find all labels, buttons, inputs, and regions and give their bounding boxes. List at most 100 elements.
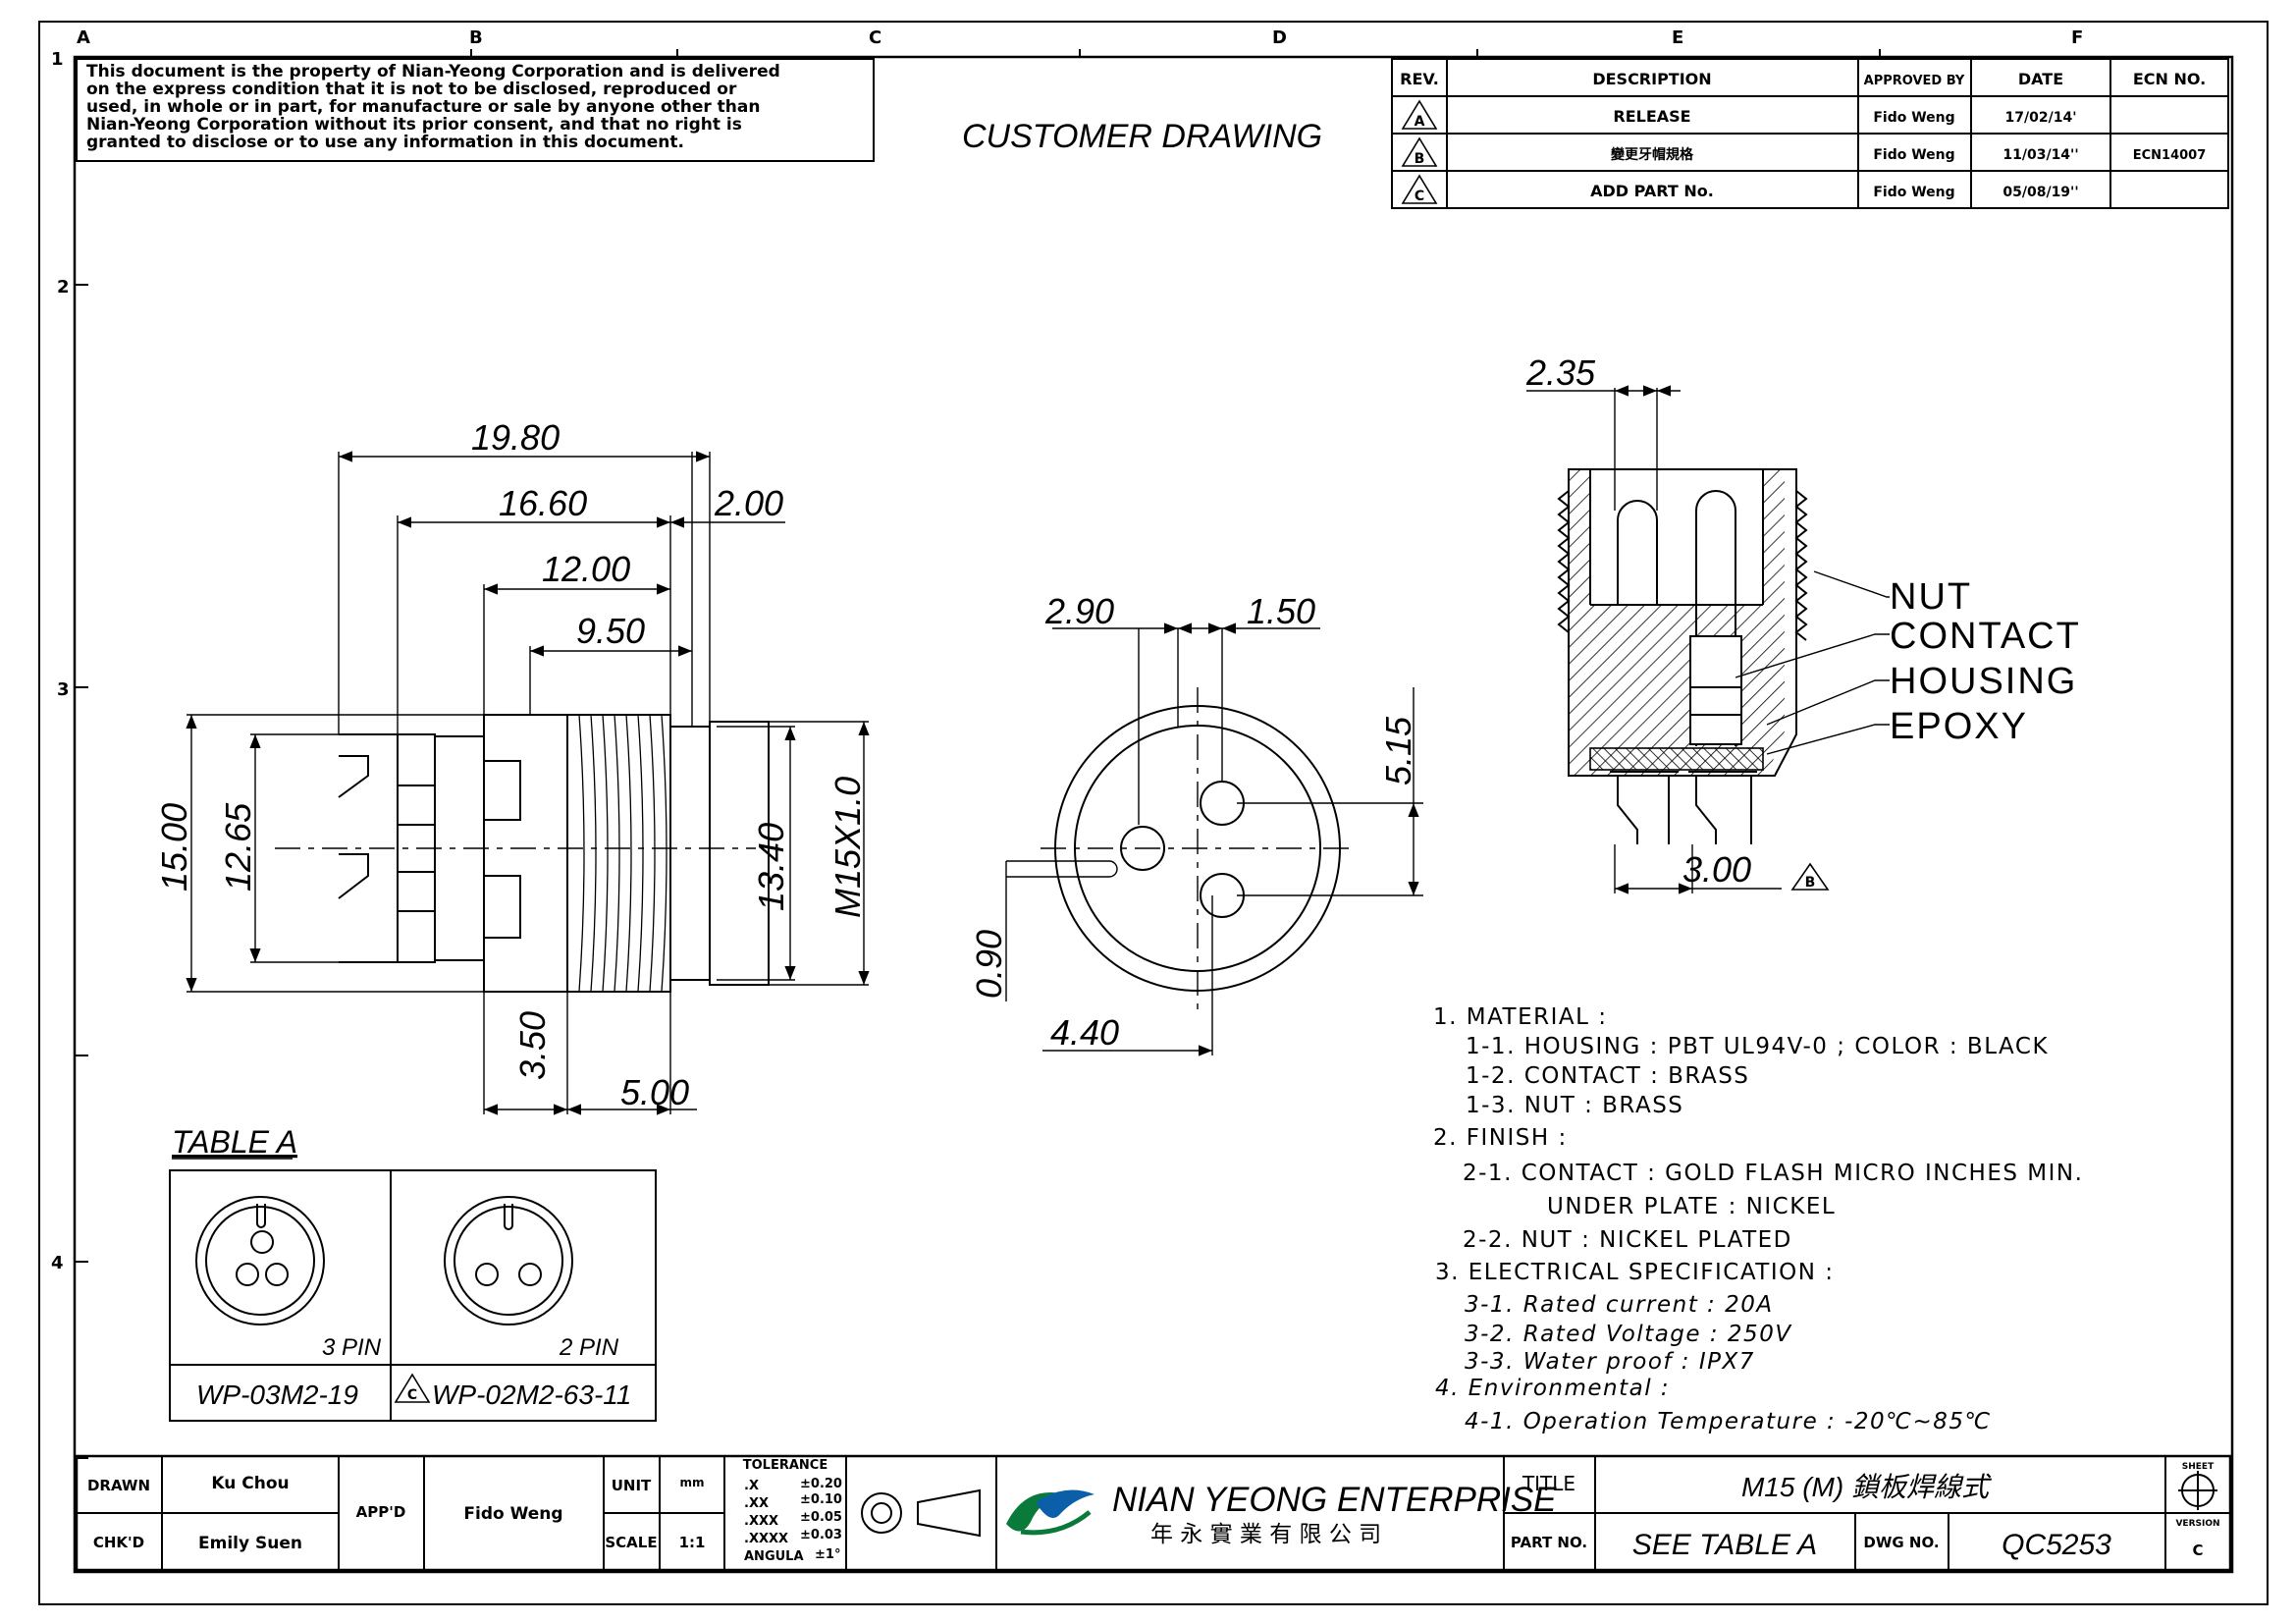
tb-title-label: TITLE <box>1522 1472 1575 1495</box>
tb-tol-val: ±0.10 <box>800 1492 842 1507</box>
notice-line: This document is the property of Nian-Ye… <box>86 62 780 81</box>
note-line: UNDER PLATE : NICKEL <box>1547 1194 1836 1219</box>
row-number: 2 <box>57 277 70 298</box>
tb-tolerance-title: TOLERANCE <box>743 1458 828 1473</box>
rev-ecn: ECN14007 <box>2133 148 2207 163</box>
rev-header: REV. <box>1400 70 1439 88</box>
tb-sheet-label: SHEET <box>2182 1462 2215 1472</box>
dim-1-50: 1.50 <box>1247 591 1315 631</box>
front-view-dims: 2.90 1.50 5.15 0.90 4.40 <box>969 591 1418 1053</box>
label-housing: HOUSING <box>1890 661 2077 702</box>
tb-company: NIAN YEONG ENTERPRISE <box>1112 1481 1557 1519</box>
dim-3-00: 3.00 <box>1682 849 1751 890</box>
label-contact: CONTACT <box>1890 616 2081 657</box>
table-a-title: TABLE A <box>172 1124 297 1160</box>
dim-2-90: 2.90 <box>1044 591 1114 631</box>
dim-4-40: 4.40 <box>1050 1012 1119 1053</box>
tb-version: C <box>2192 1542 2203 1559</box>
tb-tol-key: .XXXX <box>744 1532 788 1546</box>
tb-chkd: Emily Suen <box>198 1534 302 1553</box>
col-letter: C <box>869 27 881 48</box>
tb-chkd-label: CHK'D <box>93 1534 144 1551</box>
table-a-pins: 3 PIN <box>322 1334 382 1361</box>
tb-dwg: QC5253 <box>2002 1529 2111 1561</box>
property-notice: This document is the property of Nian-Ye… <box>76 58 875 162</box>
tb-tol-val: ±0.03 <box>800 1528 842 1542</box>
note-line: 1-2. CONTACT : BRASS <box>1466 1063 1749 1089</box>
row-number: 4 <box>51 1253 64 1273</box>
rev-approved: Fido Weng <box>1873 147 1954 163</box>
dim-5-15: 5.15 <box>1378 716 1418 785</box>
tb-version-label: VERSION <box>2175 1519 2219 1529</box>
table-a-rev-mark: C <box>407 1387 417 1403</box>
dim-9-50: 9.50 <box>576 611 645 651</box>
sheet-target-icon <box>2178 1471 2217 1510</box>
rev-description: ADD PART No. <box>1590 182 1714 200</box>
rev-mark: C <box>1415 189 1424 204</box>
table-a-part: WP-02M2-63-11 <box>432 1380 631 1410</box>
tb-tol-key: .X <box>744 1479 759 1493</box>
tb-part-label: PART NO. <box>1511 1534 1587 1551</box>
side-view <box>186 451 870 1115</box>
notice-line: Nian-Yeong Corporation without its prior… <box>86 115 742 135</box>
note-line: 1-3. NUT : BRASS <box>1466 1093 1683 1118</box>
tb-scale: 1:1 <box>679 1534 706 1551</box>
rev-date: 11/03/14'' <box>2002 147 2078 163</box>
rev-date: 17/02/14' <box>2005 110 2077 126</box>
title-block: DRAWN CHK'D APP'D UNIT SCALE mm 1:1 TITL… <box>75 1454 2232 1572</box>
tb-company-cn: 年 永 實 業 有 限 公 司 <box>1150 1522 1381 1547</box>
tb-tol-key: .XX <box>744 1496 769 1511</box>
connector-2pin-icon <box>444 1196 573 1325</box>
col-letter: A <box>77 27 90 48</box>
dim-3-50: 3.50 <box>512 1011 553 1080</box>
company-logo-icon <box>1006 1489 1095 1536</box>
label-nut: NUT <box>1890 576 1972 618</box>
table-a-pins: 2 PIN <box>559 1334 619 1361</box>
tb-appd: Fido Weng <box>463 1504 562 1524</box>
row-number: 3 <box>57 679 70 700</box>
tb-unit: mm <box>679 1476 704 1489</box>
dim-2-00: 2.00 <box>714 483 783 523</box>
note-line: 3-3. Water proof : IPX7 <box>1465 1349 1755 1375</box>
tb-drawn: Ku Chou <box>211 1474 289 1493</box>
rev-header: DATE <box>2018 70 2063 88</box>
rev-header: ECN NO. <box>2133 70 2206 88</box>
rev-header: DESCRIPTION <box>1592 70 1711 88</box>
table-a-part: WP-03M2-19 <box>196 1380 358 1410</box>
note-line: 2-2. NUT : NICKEL PLATED <box>1463 1227 1792 1253</box>
note-line: 2-1. CONTACT : GOLD FLASH MICRO INCHES M… <box>1463 1161 2083 1186</box>
row-number: 1 <box>51 49 64 70</box>
tb-scale-label: SCALE <box>605 1534 657 1551</box>
note-line: 3-1. Rated current : 20A <box>1465 1292 1774 1318</box>
dim-19-80: 19.80 <box>471 417 560 458</box>
tb-tol-val: ±1° <box>815 1547 840 1562</box>
tb-dwg-label: DWG NO. <box>1863 1534 1939 1551</box>
tb-drawn-label: DRAWN <box>87 1477 150 1494</box>
note-line: 2. FINISH : <box>1433 1125 1568 1151</box>
connector-3pin-icon <box>195 1196 325 1325</box>
rev-description: RELEASE <box>1613 107 1690 126</box>
drawing-title: CUSTOMER DRAWING <box>962 118 1322 155</box>
rev-date: 05/08/19'' <box>2002 185 2078 200</box>
dim-5-00: 5.00 <box>620 1072 689 1112</box>
drawing-frame: A B C D E F 1 2 3 4 <box>38 21 2269 1605</box>
rev-mark-b: B <box>1805 875 1816 891</box>
note-line: 3. ELECTRICAL SPECIFICATION : <box>1435 1260 1835 1285</box>
notice-line: on the express condition that it is not … <box>86 80 737 99</box>
note-line: 3-2. Rated Voltage : 250V <box>1465 1322 1792 1347</box>
col-letter: E <box>1672 27 1683 48</box>
rev-mark: B <box>1415 151 1425 167</box>
note-line: 4-1. Operation Temperature : -20℃~85℃ <box>1465 1409 1992 1434</box>
dim-12-65: 12.65 <box>218 802 258 892</box>
dim-0-90: 0.90 <box>969 930 1009 999</box>
col-letter: B <box>469 27 483 48</box>
dim-15-00: 15.00 <box>154 803 194 892</box>
tb-unit-label: UNIT <box>612 1477 652 1494</box>
notice-line: used, in whole or in part, for manufactu… <box>86 97 760 117</box>
rev-header: APPROVED BY <box>1864 74 1965 88</box>
label-epoxy: EPOXY <box>1890 706 2028 747</box>
table-a: TABLE A 3 PIN 2 PIN WP-03M2-19 WP- <box>169 1124 657 1422</box>
rev-approved: Fido Weng <box>1873 185 1954 200</box>
dim-thread: M15X1.0 <box>828 777 868 918</box>
side-view-dims: 19.80 16.60 2.00 12.00 9.50 15.00 12.65 … <box>154 417 868 1112</box>
